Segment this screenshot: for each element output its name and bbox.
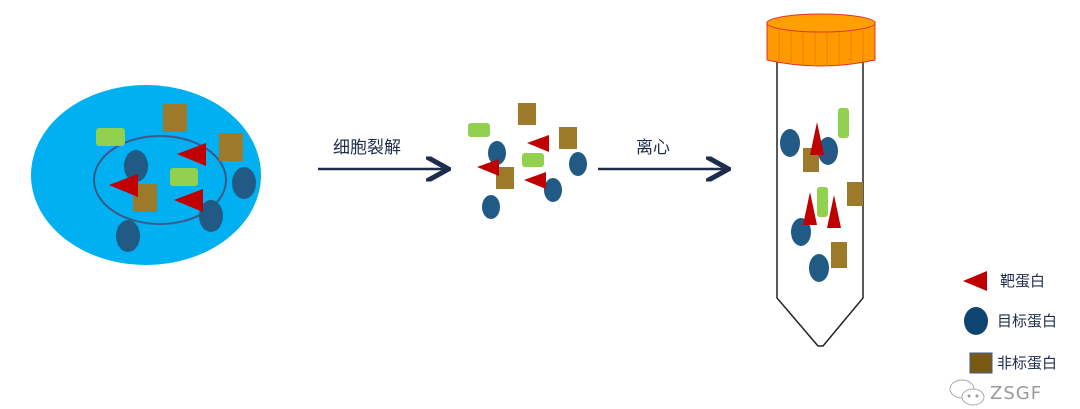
lysate	[468, 103, 587, 219]
legend-triangle-icon	[963, 271, 987, 291]
lysis-label: 细胞裂解	[333, 138, 401, 158]
legend-label-goal: 目标蛋白	[997, 312, 1058, 330]
legend-ellipse-icon	[964, 307, 988, 335]
wechat-icon	[949, 379, 985, 406]
legend-label-target: 靶蛋白	[1000, 272, 1046, 290]
centrifuge-tube	[766, 13, 876, 347]
cell	[31, 85, 261, 265]
centrifuge-label: 离心	[636, 138, 670, 158]
watermark: ZSGF	[990, 383, 1043, 404]
legend-square-icon	[969, 352, 993, 374]
legend-label-other: 非标蛋白	[997, 354, 1058, 372]
